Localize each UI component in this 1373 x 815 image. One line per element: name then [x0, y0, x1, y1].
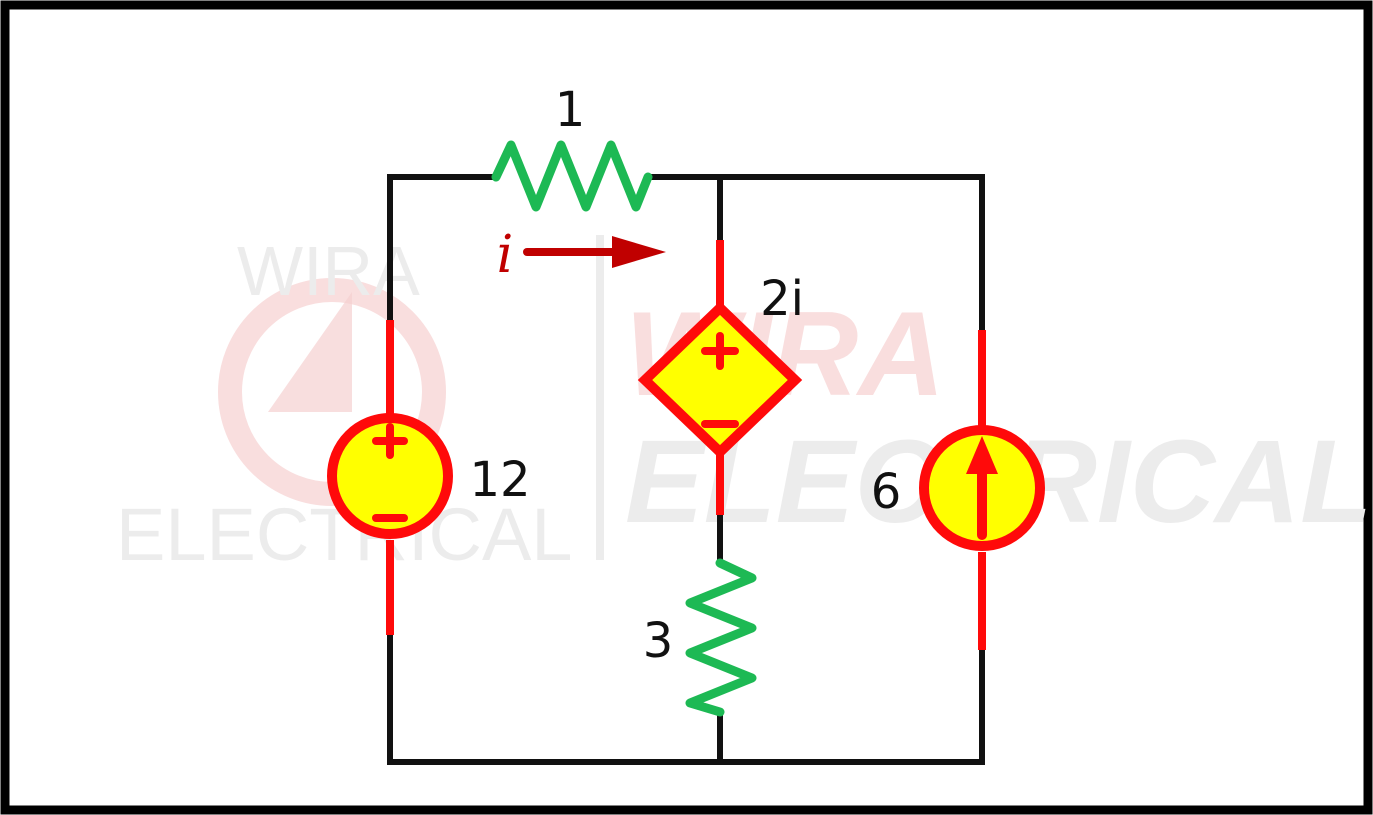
current-source-6-icon — [919, 330, 1045, 650]
resistor-top-label: 1 — [555, 82, 586, 138]
wire-top-right — [645, 174, 985, 333]
wire-bottom — [387, 632, 985, 765]
voltage-source-label: 12 — [469, 452, 530, 508]
voltage-source-12-icon — [327, 320, 453, 635]
current-source-arrow-head — [966, 436, 998, 474]
dependent-source-2i-icon — [637, 240, 803, 515]
dependent-source-label: 2i — [760, 271, 804, 327]
wires — [387, 174, 985, 765]
resistor-bottom-label: 3 — [643, 613, 674, 669]
current-arrow-icon — [523, 236, 666, 268]
current-variable-label: i — [497, 225, 514, 285]
resistor-top-icon — [491, 140, 653, 212]
wire-left-top — [387, 174, 499, 323]
resistor-bottom-icon — [685, 558, 757, 717]
current-source-label: 6 — [871, 464, 902, 520]
